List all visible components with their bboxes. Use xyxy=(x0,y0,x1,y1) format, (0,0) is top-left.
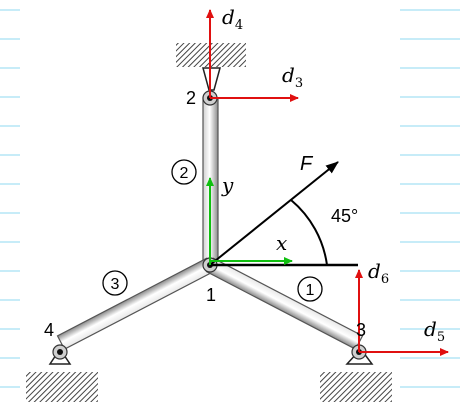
axis-label-x: x xyxy=(276,231,287,255)
force-label: F xyxy=(300,153,314,175)
dof-label-d6: d6 xyxy=(368,259,389,287)
angle-label: 45° xyxy=(331,206,358,226)
support-node-3 xyxy=(320,351,392,402)
element-label-3: 3 xyxy=(111,276,120,293)
node-label-3: 3 xyxy=(356,320,366,340)
element-label-1: 1 xyxy=(306,282,315,299)
force-arrow xyxy=(209,161,339,266)
member-3 xyxy=(56,257,215,351)
element-circle-3 xyxy=(102,270,128,296)
element-circle-2 xyxy=(171,159,197,185)
support-node-4 xyxy=(26,351,98,402)
dof-label-d5: d5 xyxy=(424,317,445,345)
node-label-2: 2 xyxy=(186,88,196,108)
element-circle-1 xyxy=(297,276,323,302)
dof-label-d3: d3 xyxy=(282,63,303,91)
node-label-4: 4 xyxy=(44,320,54,340)
element-label-2: 2 xyxy=(180,165,189,182)
angle-arc xyxy=(290,199,328,266)
node-label-1: 1 xyxy=(206,285,216,305)
dof-label-d4: d4 xyxy=(222,5,243,33)
axis-label-y: y xyxy=(221,173,234,197)
background-stripes xyxy=(0,9,460,388)
node-pins xyxy=(52,90,367,360)
member-1 xyxy=(205,257,364,351)
